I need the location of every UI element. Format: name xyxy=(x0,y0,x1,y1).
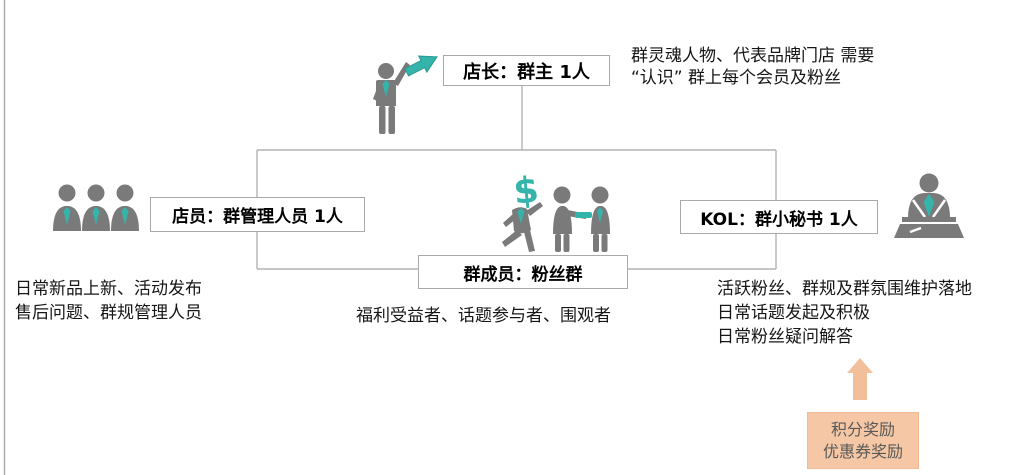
people-group-icon xyxy=(53,184,139,231)
teal-arrow-icon xyxy=(404,55,438,77)
node-staff-box: 店员：群管理人员 1人 xyxy=(150,197,365,232)
dollar-handshake-people-icon: $ xyxy=(502,170,610,252)
kol-note-line: 活跃粉丝、群规及群氛围维护落地 xyxy=(717,279,972,299)
kol-note-line: 日常话题发起及积极 xyxy=(717,303,870,323)
staff-note-line: 日常新品上新、活动发布 xyxy=(15,279,202,299)
node-members-box: 群成员：粉丝群 xyxy=(418,255,628,289)
node-owner-box: 店长：群主 1人 xyxy=(443,55,610,86)
kol-note: 活跃粉丝、群规及群氛围维护落地 日常话题发起及积极 日常粉丝疑问解答 xyxy=(717,277,972,349)
staff-note-line: 售后问题、群规管理人员 xyxy=(15,303,202,323)
podium-person-icon xyxy=(894,173,964,238)
reward-box: 积分奖励 优惠券奖励 xyxy=(807,412,919,469)
owner-note-line: 群灵魂人物、代表品牌门店 需要 xyxy=(631,46,875,66)
kol-note-line: 日常粉丝疑问解答 xyxy=(717,327,853,347)
node-kol-box: KOL：群小秘书 1人 xyxy=(680,200,878,234)
up-arrow-icon xyxy=(847,358,873,400)
reward-line: 优惠券奖励 xyxy=(822,441,903,461)
reward-line: 积分奖励 xyxy=(830,419,895,439)
owner-note-line: “认识” 群上每个会员及粉丝 xyxy=(631,68,842,88)
members-note-line: 福利受益者、话题参与者、围观者 xyxy=(356,306,611,326)
members-note: 福利受益者、话题参与者、围观者 xyxy=(356,304,611,328)
owner-note: 群灵魂人物、代表品牌门店 需要 “认识” 群上每个会员及粉丝 xyxy=(631,45,874,89)
staff-note: 日常新品上新、活动发布 售后问题、群规管理人员 xyxy=(15,277,202,325)
